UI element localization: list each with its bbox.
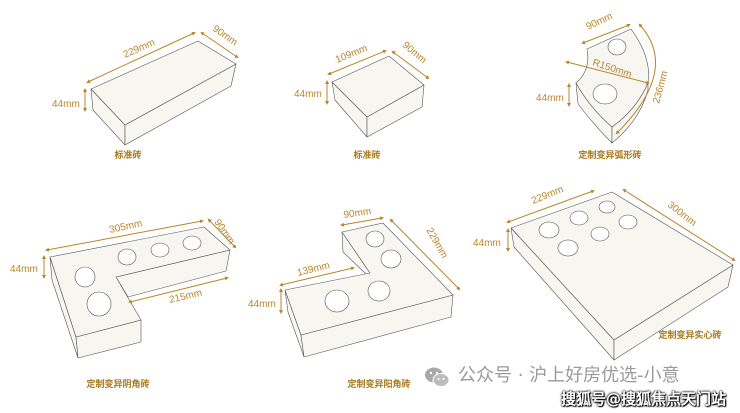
dim-width: 90mm: [400, 40, 428, 66]
dim-height: 44mm: [294, 89, 322, 100]
sohu-watermark: 搜狐号@搜狐焦点天门站: [561, 390, 727, 408]
dim-height: 44mm: [248, 299, 276, 310]
caption-standard-brick-large: 标准砖: [114, 151, 142, 161]
standard-brick-large: 229mm 90mm 44mm: [52, 23, 239, 146]
dim-height: 44mm: [10, 264, 38, 275]
inner-corner-brick: 305mm 90mm 215mm 44mm: [10, 217, 236, 359]
wechat-icon: [425, 367, 450, 387]
dim-height: 44mm: [52, 99, 80, 110]
dim-length: 109mm: [334, 43, 369, 66]
dim-width: 90mm: [343, 206, 372, 221]
caption-standard-brick-small: 标准砖: [353, 151, 381, 161]
dim-width: 90mm: [210, 23, 239, 48]
caption-inner-corner-brick: 定制变异阴角砖: [86, 380, 150, 390]
dim-length: 229mm: [122, 37, 157, 61]
caption-arc-brick: 定制变异弧形砖: [578, 151, 642, 161]
arc-brick: 90mm R150mm 236mm 44mm: [536, 11, 671, 144]
wechat-watermark: 公众号 · 沪上好房优选-小意: [458, 365, 680, 386]
dim-inner: 215mm: [168, 288, 203, 306]
caption-solid-brick: 定制变异实心砖: [658, 331, 722, 341]
dim-height: 44mm: [473, 238, 501, 249]
standard-brick-small: 109mm 90mm 44mm: [294, 40, 430, 138]
outer-corner-brick: 90mm 229mm 139mm 44mm: [248, 206, 461, 358]
dim-length: 229mm: [423, 226, 449, 260]
dim-height: 44mm: [536, 93, 564, 104]
dim-length: 300mm: [665, 200, 698, 229]
caption-outer-corner-brick: 定制变异阳角砖: [347, 380, 411, 390]
dim-width: 90mm: [585, 11, 615, 33]
dim-inner: 139mm: [296, 260, 331, 279]
